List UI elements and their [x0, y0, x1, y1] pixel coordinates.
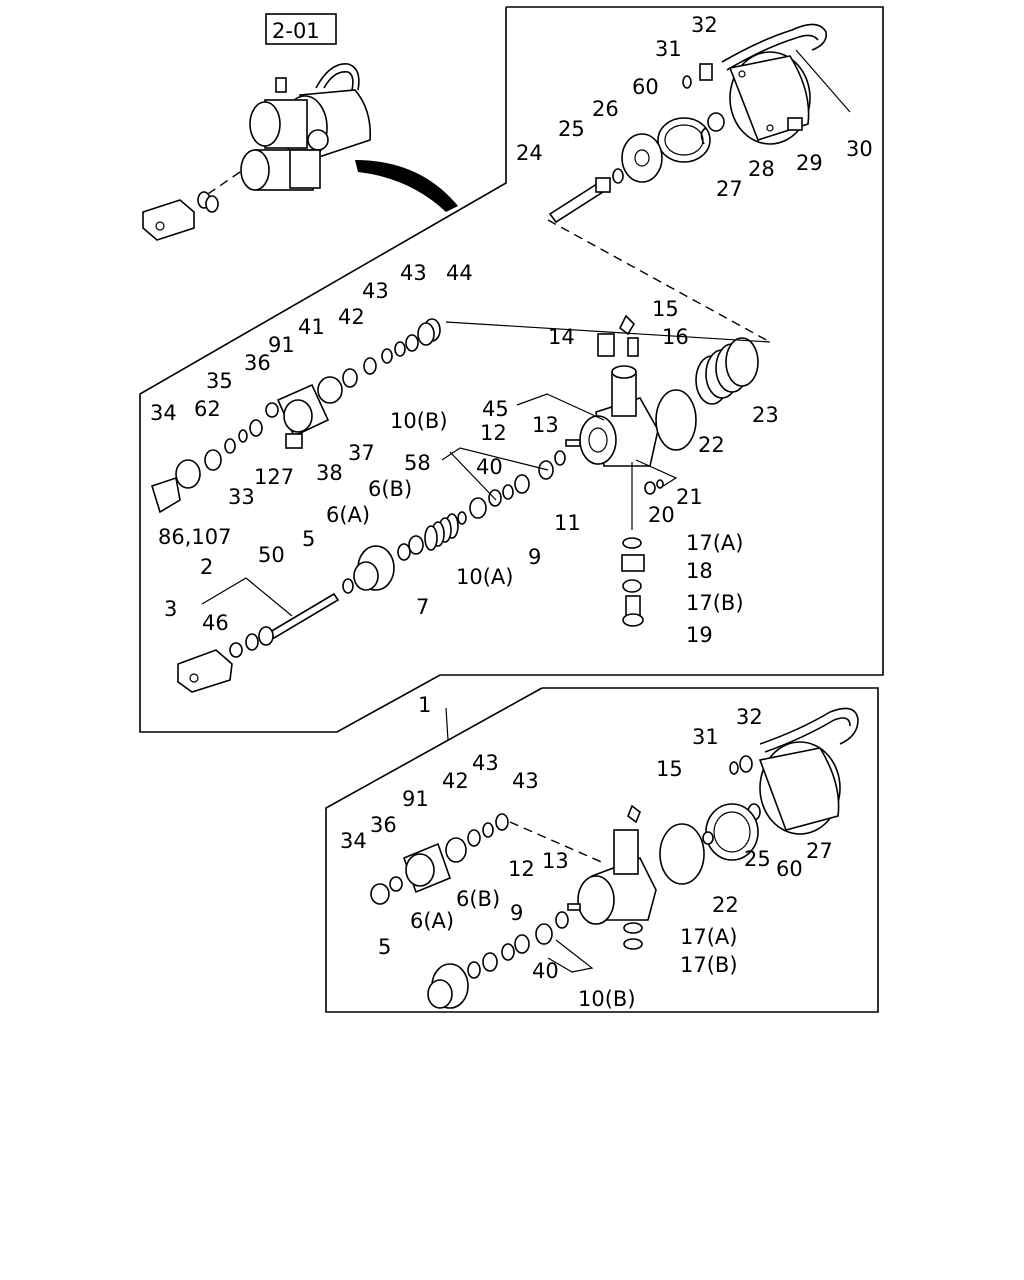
- part-number-label: 31: [692, 725, 719, 749]
- part-number-label: 13: [542, 849, 569, 873]
- part-number-label: 25: [744, 847, 771, 871]
- part-number-label: 10(A): [456, 565, 513, 589]
- part-number-label: 46: [202, 611, 229, 635]
- part-number-label: 40: [476, 455, 503, 479]
- part-number-label: 30: [846, 137, 873, 161]
- part-number-label: 43: [400, 261, 427, 285]
- lower-panel-outline: [325, 687, 879, 1013]
- part-number-label: 13: [532, 413, 559, 437]
- part-number-label: 19: [686, 623, 713, 647]
- part-number-label: 44: [446, 261, 473, 285]
- part-number-label: 7: [416, 595, 429, 619]
- part-number-label: 17(B): [686, 591, 744, 615]
- lower-parts: [370, 707, 859, 1009]
- part-number-label: 91: [268, 333, 295, 357]
- part-number-label: 22: [712, 893, 739, 917]
- part-number-label: 14: [548, 325, 575, 349]
- part-number-label: 6(A): [326, 503, 370, 527]
- part-number-label: 29: [796, 151, 823, 175]
- part-number-label: 17(A): [686, 531, 743, 555]
- part-number-label: 43: [472, 751, 499, 775]
- part-number-label: 27: [716, 177, 743, 201]
- part-number-label: 60: [776, 857, 803, 881]
- part-number-label: 36: [244, 351, 271, 375]
- part-number-label: 5: [302, 527, 315, 551]
- part-number-label: 38: [316, 461, 343, 485]
- callout-labels: 2-01 31326026252428272930444343424191363…: [150, 13, 873, 1011]
- part-number-label: 1: [418, 693, 431, 717]
- part-number-label: 11: [554, 511, 581, 535]
- part-number-label: 50: [258, 543, 285, 567]
- part-number-label: 58: [404, 451, 431, 475]
- part-number-label: 62: [194, 397, 221, 421]
- part-number-label: 22: [698, 433, 725, 457]
- part-number-label: 34: [340, 829, 367, 853]
- part-number-label: 43: [362, 279, 389, 303]
- part-number-label: 16: [662, 325, 689, 349]
- part-number-label: 32: [691, 13, 718, 37]
- part-number-label: 17(A): [680, 925, 737, 949]
- part-number-label: 42: [338, 305, 365, 329]
- part-number-label: 60: [632, 75, 659, 99]
- part-number-label: 42: [442, 769, 469, 793]
- part-number-label: 10(B): [578, 987, 636, 1011]
- part-number-label: 9: [528, 545, 541, 569]
- part-number-label: 23: [752, 403, 779, 427]
- part-number-label: 12: [508, 857, 535, 881]
- part-number-label: 15: [652, 297, 679, 321]
- ref-box-label: 2-01: [272, 19, 320, 43]
- part-number-label: 18: [686, 559, 713, 583]
- part-number-label: 6(A): [410, 909, 454, 933]
- part-number-label: 33: [228, 485, 255, 509]
- part-number-label: 17(B): [680, 953, 738, 977]
- upper-parts: [151, 23, 851, 693]
- part-number-label: 12: [480, 421, 507, 445]
- part-number-label: 24: [516, 141, 543, 165]
- reference-box: [265, 13, 337, 45]
- part-number-label: 41: [298, 315, 325, 339]
- part-number-label: 15: [656, 757, 683, 781]
- part-number-label: 25: [558, 117, 585, 141]
- part-number-label: 36: [370, 813, 397, 837]
- part-number-label: 10(B): [390, 409, 448, 433]
- upper-panel-outline: [139, 6, 884, 733]
- part-number-label: 91: [402, 787, 429, 811]
- part-number-label: 21: [676, 485, 703, 509]
- part-number-label: 43: [512, 769, 539, 793]
- part-number-label: 37: [348, 441, 375, 465]
- part-number-label: 26: [592, 97, 619, 121]
- part-number-label: 34: [150, 401, 177, 425]
- part-number-label: 127: [254, 465, 294, 489]
- part-number-label: 31: [655, 37, 682, 61]
- part-number-label: 28: [748, 157, 775, 181]
- overview-assembly: [142, 63, 372, 241]
- part-number-label: 86,107: [158, 525, 231, 549]
- pointer-arrow: [355, 160, 458, 212]
- part-number-label: 9: [510, 901, 523, 925]
- part-number-label: 45: [482, 397, 509, 421]
- part-number-label: 3: [164, 597, 177, 621]
- part-number-label: 5: [378, 935, 391, 959]
- part-number-label: 40: [532, 959, 559, 983]
- part-number-label: 32: [736, 705, 763, 729]
- part-number-label: 35: [206, 369, 233, 393]
- part-number-label: 27: [806, 839, 833, 863]
- part-number-label: 6(B): [368, 477, 412, 501]
- part-number-label: 20: [648, 503, 675, 527]
- part-number-label: 6(B): [456, 887, 500, 911]
- part-number-label: 2: [200, 555, 213, 579]
